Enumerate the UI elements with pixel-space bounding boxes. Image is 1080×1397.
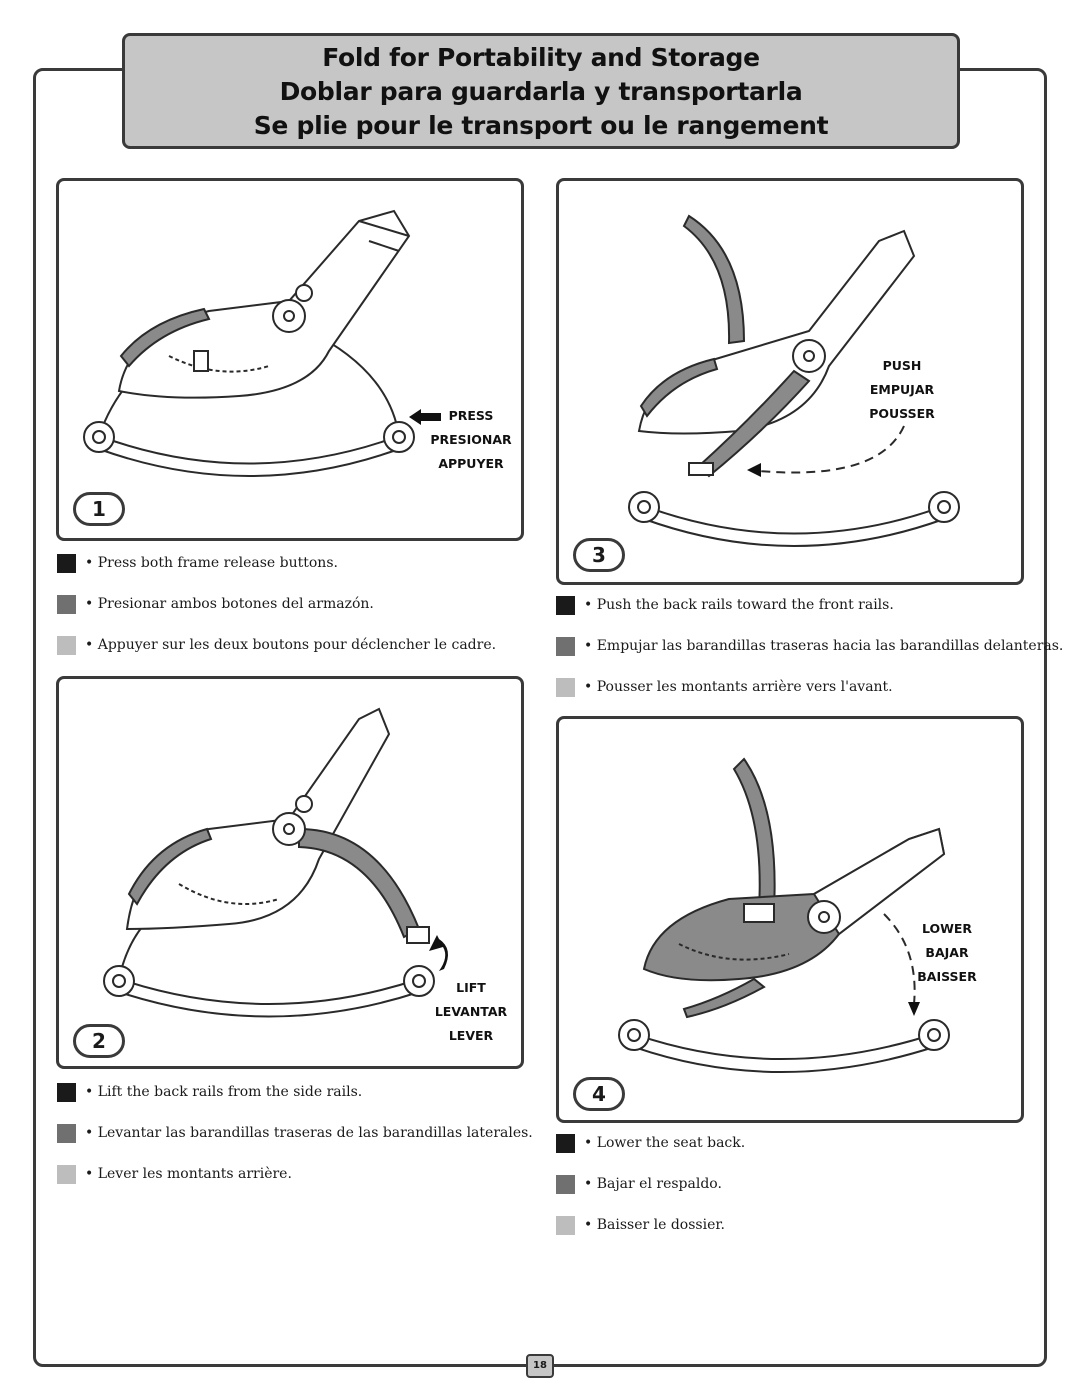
step-4-illustration xyxy=(618,757,950,1073)
title-french: Se plie pour le transport ou le rangemen… xyxy=(253,111,829,140)
step-4-callout: LOWER BAJAR BAISSER xyxy=(902,917,992,989)
step-1-number: 1 xyxy=(73,492,125,526)
spanish-swatch xyxy=(556,1175,575,1194)
step-3-illustration xyxy=(628,214,960,547)
step-2-number: 2 xyxy=(73,1024,125,1058)
instruction-en: • Lift the back rails from the side rail… xyxy=(85,1084,363,1100)
english-swatch xyxy=(556,596,575,615)
step-3-panel: 3 xyxy=(556,178,1024,585)
callout-lift-es: LEVANTAR xyxy=(434,1004,508,1019)
instruction-es: • Empujar las barandillas traseras hacia… xyxy=(584,638,1064,654)
instruction-en: • Press both frame release buttons. xyxy=(85,555,338,571)
english-swatch xyxy=(57,1083,76,1102)
callout-push-fr: POUSSER xyxy=(869,406,935,421)
callout-lower-en: LOWER xyxy=(921,921,973,936)
instruction-fr: • Pousser les montants arrière vers l'av… xyxy=(584,679,893,695)
callout-lift-fr: LEVER xyxy=(448,1028,494,1043)
page-number: 18 xyxy=(526,1354,554,1378)
callout-press-fr: APPUYER xyxy=(438,456,504,471)
french-swatch xyxy=(556,1216,575,1235)
instruction-es: • Bajar el respaldo. xyxy=(584,1176,722,1192)
callout-push-en: PUSH xyxy=(882,358,922,373)
callout-lift-en: LIFT xyxy=(456,980,486,995)
step-2-callout: LIFT LEVANTAR LEVER xyxy=(426,976,516,1048)
instruction-es: • Presionar ambos botones del armazón. xyxy=(85,596,374,612)
instruction-fr: • Lever les montants arrière. xyxy=(85,1166,292,1182)
callout-lower-es: BAJAR xyxy=(925,945,969,960)
title-spanish: Doblar para guardarla y transportarla xyxy=(279,77,803,106)
step-1-callout: PRESS PRESIONAR APPUYER xyxy=(428,404,514,476)
spanish-swatch xyxy=(57,1124,76,1143)
step-4-panel: 4 xyxy=(556,716,1024,1123)
step-1-illustration xyxy=(83,209,441,477)
step-4-number: 4 xyxy=(573,1077,625,1111)
callout-lower-fr: BAISSER xyxy=(917,969,977,984)
title-english: Fold for Portability and Storage xyxy=(322,43,760,72)
callout-push-es: EMPUJAR xyxy=(869,382,935,397)
french-swatch xyxy=(556,678,575,697)
spanish-swatch xyxy=(57,595,76,614)
french-swatch xyxy=(57,636,76,655)
french-swatch xyxy=(57,1165,76,1184)
instruction-es: • Levantar las barandillas traseras de l… xyxy=(85,1125,533,1141)
english-swatch xyxy=(556,1134,575,1153)
english-swatch xyxy=(57,554,76,573)
callout-press-en: PRESS xyxy=(448,408,494,423)
instruction-fr: • Appuyer sur les deux boutons pour décl… xyxy=(85,637,497,653)
callout-press-es: PRESIONAR xyxy=(430,432,512,447)
spanish-swatch xyxy=(556,637,575,656)
instruction-fr: • Baisser le dossier. xyxy=(584,1217,725,1233)
title-banner: Fold for Portability and Storage Doblar … xyxy=(122,33,960,149)
step-2-illustration xyxy=(103,707,448,1018)
instruction-en: • Push the back rails toward the front r… xyxy=(584,597,894,613)
step-3-callout: PUSH EMPUJAR POUSSER xyxy=(857,354,947,426)
step-3-number: 3 xyxy=(573,538,625,572)
step-1-panel: 1 xyxy=(56,178,524,541)
step-2-panel: 2 xyxy=(56,676,524,1069)
instruction-en: • Lower the seat back. xyxy=(584,1135,746,1151)
